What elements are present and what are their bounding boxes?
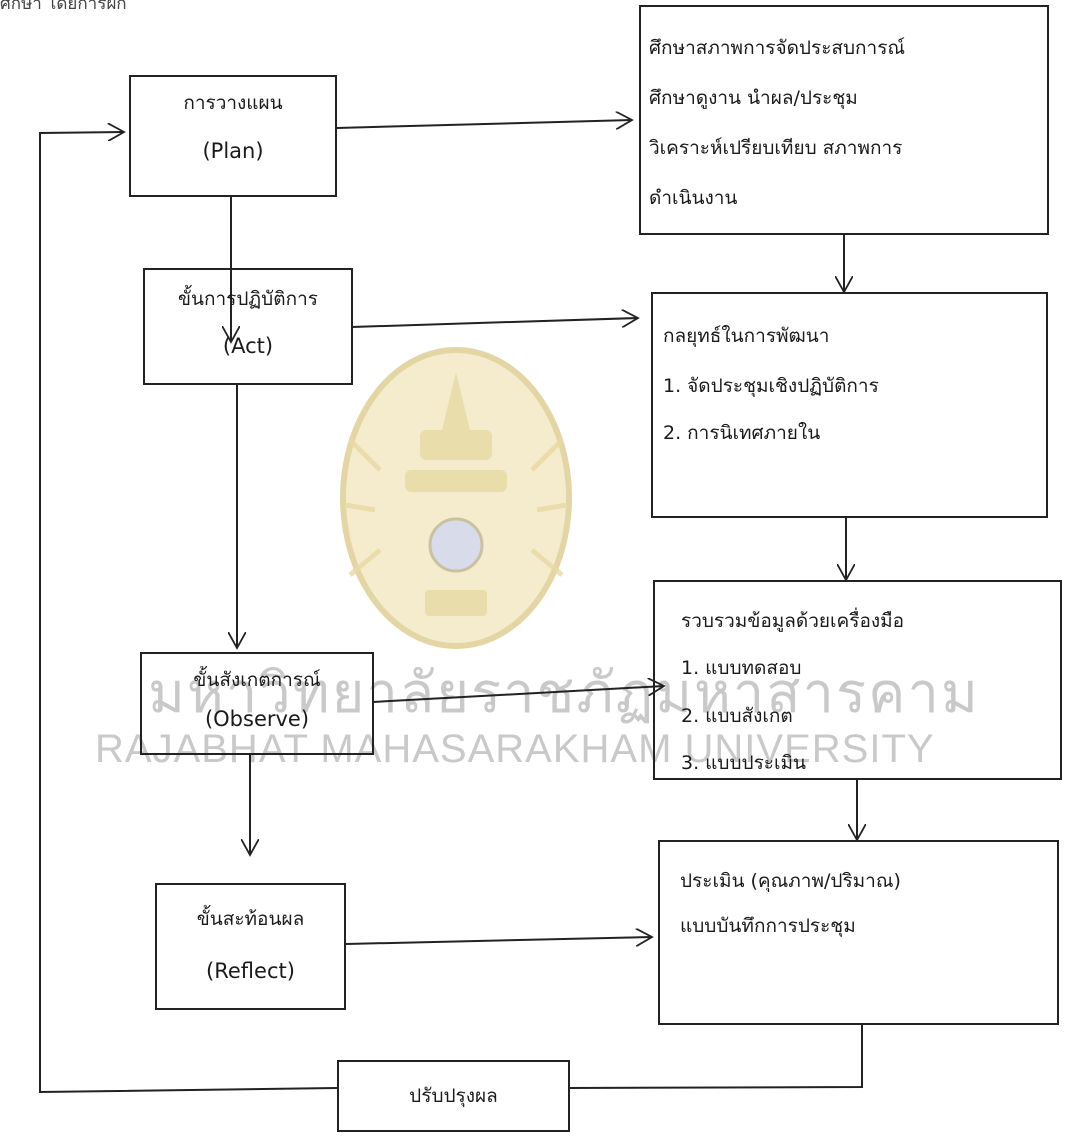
study-line-2: ศึกษาดูงาน นำผล/ประชุม <box>649 87 858 109</box>
step-reflect-english: (Reflect) <box>206 959 295 983</box>
step-box-plan: การวางแผน (Plan) <box>129 75 337 197</box>
step-box-act: ขั้นการปฏิบัติการ (Act) <box>143 268 353 385</box>
step-observe-english: (Observe) <box>204 707 310 731</box>
collect-item-1: 1. แบบทดสอบ <box>681 657 802 679</box>
step-observe-thai: ขั้นสังเกตการณ์ <box>193 669 321 691</box>
box-study: ศึกษาสภาพการจัดประสบการณ์ ศึกษาดูงาน นำผ… <box>639 5 1049 235</box>
arrow-observe-to-collect <box>372 686 664 703</box>
strategy-item-2: 2. การนิเทศภายใน <box>663 422 821 444</box>
step-box-reflect: ขั้นสะท้อนผล (Reflect) <box>155 883 346 1010</box>
evaluate-line-1: ประเมิน (คุณภาพ/ปริมาณ) <box>680 870 901 892</box>
header-fragment: ศึกษา โดยการฝึก <box>0 0 127 14</box>
box-improve: ปรับปรุงผล <box>337 1060 570 1132</box>
improve-label: ปรับปรุงผล <box>409 1085 498 1107</box>
step-box-observe: ขั้นสังเกตการณ์ (Observe) <box>140 652 374 755</box>
watermark-thai: มหาวิทยาลัยราชภัฏมหาสารคาม <box>148 661 980 726</box>
step-reflect-thai: ขั้นสะท้อนผล <box>196 908 305 930</box>
step-plan-thai: การวางแผน <box>183 92 283 114</box>
box-strategy: กลยุทธ์ในการพัฒนา 1. จัดประชุมเชิงปฏิบัต… <box>651 292 1048 518</box>
arrow-plan-to-study <box>336 120 632 128</box>
box-collect: รวบรวมข้อมูลด้วยเครื่องมือ 1. แบบทดสอบ 2… <box>653 580 1062 780</box>
arrow-improve-to-plan <box>39 132 338 1094</box>
collect-item-2: 2. แบบสังเกต <box>681 705 793 727</box>
collect-title: รวบรวมข้อมูลด้วยเครื่องมือ <box>681 610 905 632</box>
study-line-3: วิเคราะห์เปรียบเทียบ สภาพการ <box>649 137 903 159</box>
step-act-thai: ขั้นการปฏิบัติการ <box>178 288 318 310</box>
step-act-english: (Act) <box>222 334 274 358</box>
strategy-item-1: 1. จัดประชุมเชิงปฏิบัติการ <box>663 375 879 397</box>
study-line-4: ดำเนินงาน <box>649 187 738 209</box>
box-evaluate: ประเมิน (คุณภาพ/ปริมาณ) แบบบันทึกการประช… <box>658 840 1059 1025</box>
evaluate-line-2: แบบบันทึกการประชุม <box>680 915 856 937</box>
step-plan-english: (Plan) <box>202 139 264 163</box>
arrow-act-to-strategy <box>351 318 638 328</box>
watermark-english: RAJABHAT MAHASARAKHAM UNIVERSITY <box>95 727 935 771</box>
collect-item-3: 3. แบบประเมิน <box>681 752 807 774</box>
strategy-title: กลยุทธ์ในการพัฒนา <box>663 325 830 347</box>
line-evaluate-to-improve <box>568 1024 863 1089</box>
arrow-reflect-to-evaluate <box>345 937 652 944</box>
study-line-1: ศึกษาสภาพการจัดประสบการณ์ <box>649 37 906 59</box>
